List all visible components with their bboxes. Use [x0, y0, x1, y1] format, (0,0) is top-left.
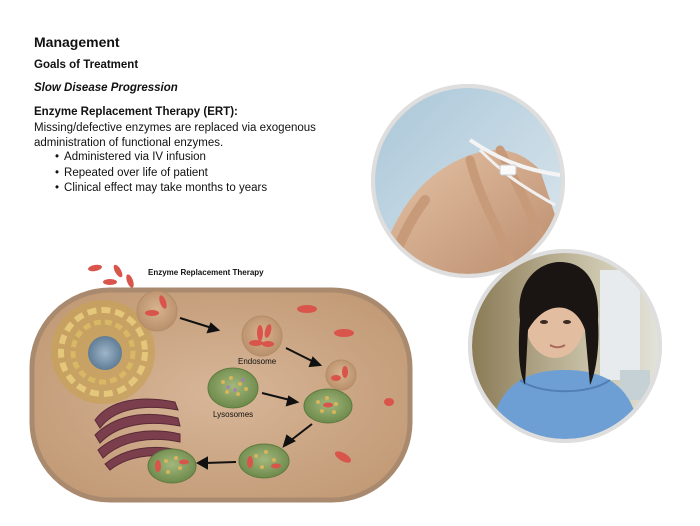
endosome — [241, 315, 283, 357]
page-title: Management — [34, 34, 120, 50]
patient-photo — [468, 249, 662, 443]
vesicle-entry — [136, 290, 178, 332]
diagram-title: Enzyme Replacement Therapy — [148, 268, 264, 277]
bullet-item: Administered via IV infusion — [55, 150, 267, 166]
cell-diagram — [29, 287, 413, 503]
iv-hand-photo — [371, 84, 565, 278]
floating-enzymes — [88, 264, 134, 288]
endosome-label: Endosome — [238, 357, 277, 366]
vesicle-fusing — [325, 359, 357, 391]
ert-heading: Enzyme Replacement Therapy (ERT): — [34, 106, 238, 118]
bullet-item: Repeated over life of patient — [55, 166, 267, 182]
goal-text: Slow Disease Progression — [34, 82, 178, 94]
lysosome-fused — [303, 388, 353, 424]
lysosome — [207, 367, 259, 409]
free-enzymes — [297, 305, 394, 463]
ert-description: Missing/defective enzymes are replaced v… — [34, 122, 316, 149]
nucleus — [51, 300, 155, 404]
goals-heading: Goals of Treatment — [34, 59, 139, 71]
lysosome-final — [147, 448, 197, 484]
pathway-arrows — [179, 317, 323, 470]
lysosomes-label: Lysosomes — [213, 410, 254, 419]
bullet-item: Clinical effect may take months to years — [55, 181, 267, 197]
ert-bullet-list: Administered via IV infusion Repeated ov… — [55, 150, 267, 197]
lysosome-active — [238, 443, 290, 479]
